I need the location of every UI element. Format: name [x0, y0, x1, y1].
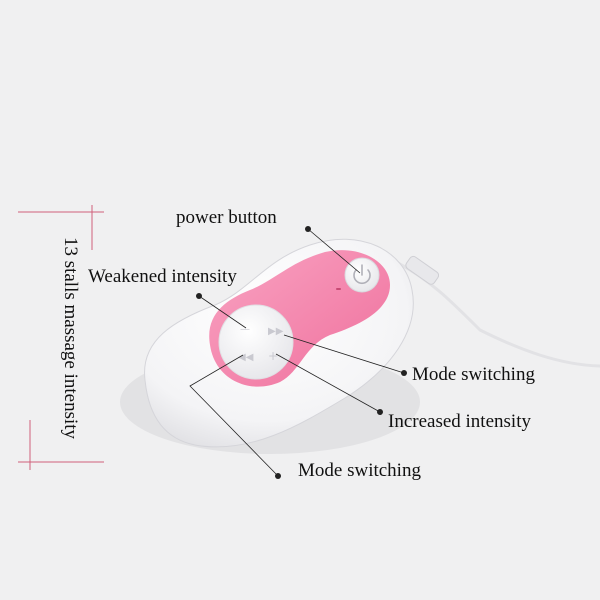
control-pad — [218, 304, 294, 380]
side-label-container: 13 stalls massage intensity — [60, 209, 81, 467]
label-power-button: power button — [176, 207, 277, 228]
label-increased-intensity: Increased intensity — [388, 411, 531, 432]
svg-text:+: + — [268, 349, 278, 363]
label-mode-switching-bottom: Mode switching — [298, 460, 421, 481]
svg-text:—: — — [240, 324, 250, 335]
callout-lines — [189, 228, 405, 477]
svg-text:◀◀: ◀◀ — [238, 352, 254, 363]
side-label: 13 stalls massage intensity — [60, 236, 81, 440]
control-pad-symbols: — ▶▶ ◀◀ + — [238, 324, 284, 363]
svg-text:▶▶: ▶▶ — [268, 326, 284, 337]
callout-dots — [196, 226, 407, 479]
indicator-led — [336, 288, 341, 290]
cable-plug — [405, 255, 440, 285]
label-weakened-intensity: Weakened intensity — [88, 266, 237, 287]
power-icon — [353, 264, 371, 285]
side-bracket — [18, 205, 104, 470]
label-mode-switching-right: Mode switching — [412, 364, 535, 385]
